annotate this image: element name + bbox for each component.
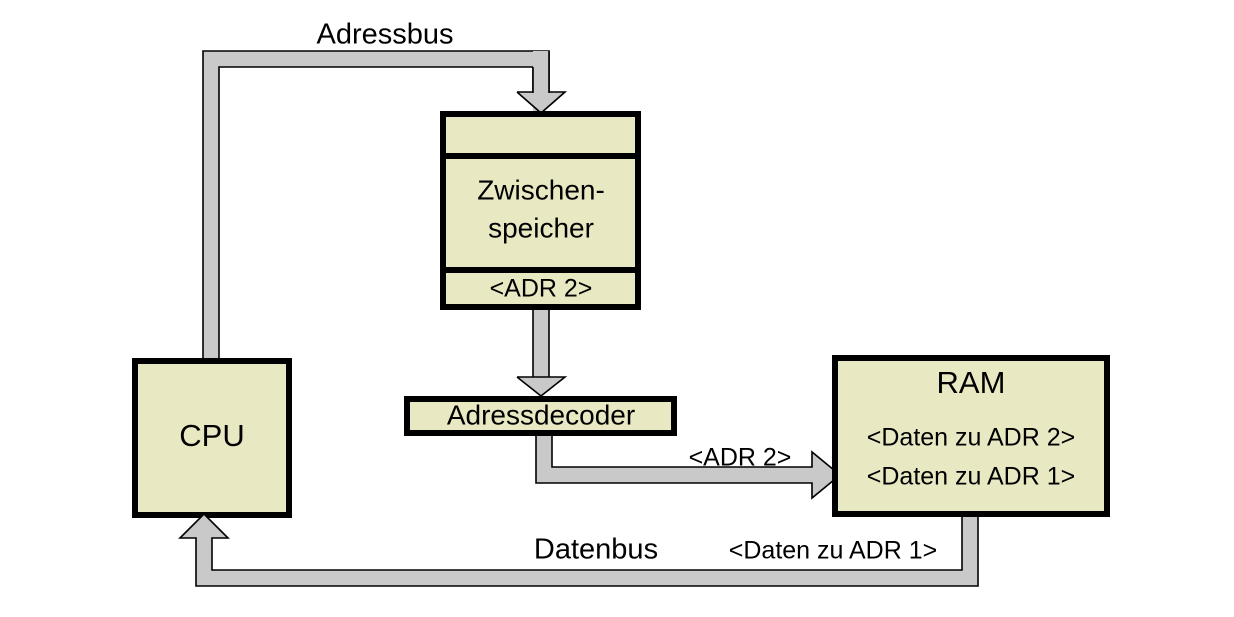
adressbus-label: Adressbus [316,19,453,51]
bus-adressbus [202,50,568,358]
bus-zwischenspeicher-to-adressdecoder [516,310,568,398]
bus-datenbus [178,512,979,587]
ram-cell-0: <Daten zu ADR 2> [867,424,1075,452]
zwischenspeicher-register-value: <ADR 2> [490,275,593,303]
datenbus-payload-label: <Daten zu ADR 1> [729,537,937,565]
node-zwischenspeicher[interactable] [440,111,641,310]
datenbus-label: Datenbus [534,534,658,566]
node-adressdecoder[interactable] [404,396,677,436]
node-ram[interactable] [832,355,1110,517]
adressdecoder-label: Adressdecoder [447,399,635,430]
zwischenspeicher-label-line2: speicher [488,212,594,243]
zwischenspeicher-label-line1: Zwischen- [477,174,605,205]
cpu-label: CPU [179,418,244,453]
ram-label: RAM [937,365,1006,400]
adr2-signal-label: <ADR 2> [689,444,792,472]
node-cpu[interactable] [132,358,292,518]
ram-cell-1: <Daten zu ADR 1> [867,463,1075,491]
